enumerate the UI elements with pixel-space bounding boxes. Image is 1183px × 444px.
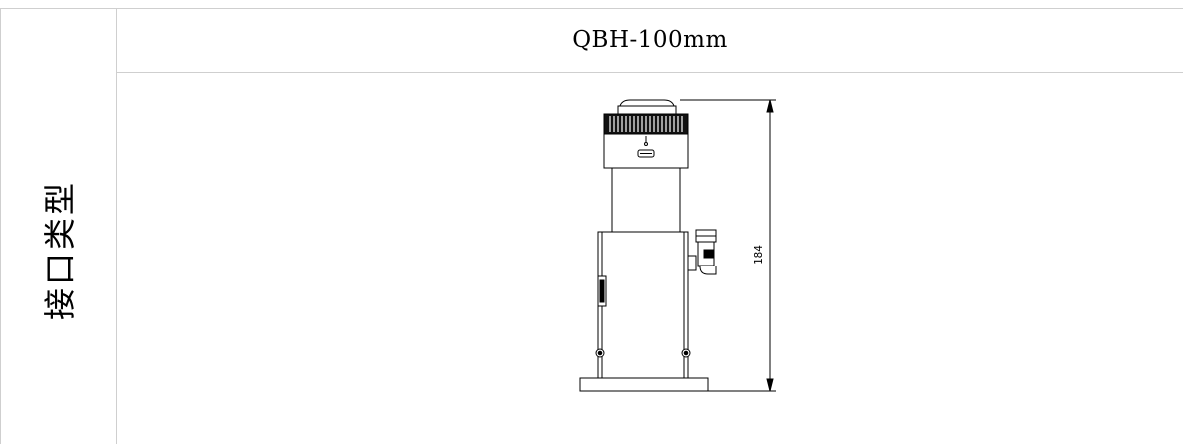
table-column-divider (116, 8, 117, 444)
height-dimension (680, 99, 776, 392)
model-header: QBH-100mm (572, 27, 728, 53)
row-label-cell: 接口类型 (20, 120, 96, 380)
upper-housing (603, 133, 689, 169)
qbh-connector-drawing: 184 (579, 99, 776, 392)
connector-neck (611, 167, 681, 233)
dimension-label: 184 (752, 245, 765, 265)
table-header-divider (117, 72, 1183, 73)
base-plate (579, 377, 709, 392)
top-cap (617, 99, 677, 115)
table-left-border (0, 8, 1, 444)
mounting-screws (595, 348, 691, 358)
table-top-border (0, 8, 1183, 9)
knurled-ring (603, 113, 689, 135)
interface-type-label: 接口类型 (41, 179, 80, 321)
air-fitting (687, 229, 717, 275)
lower-housing (597, 231, 689, 379)
